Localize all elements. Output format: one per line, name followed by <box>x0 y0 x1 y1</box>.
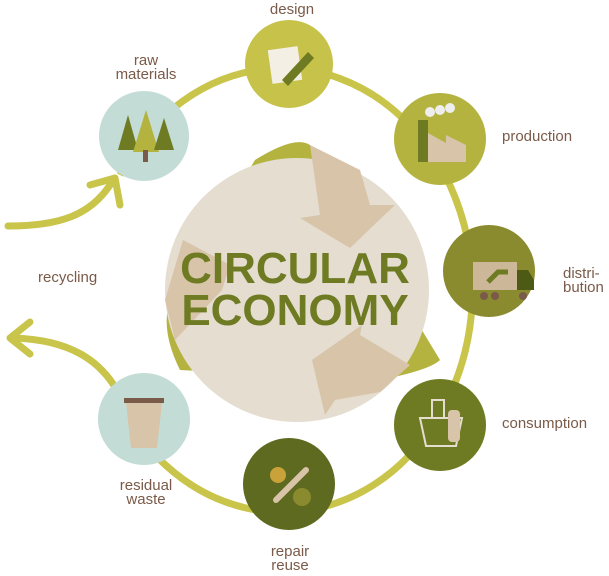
production-node <box>394 93 486 185</box>
outgoing-arrowhead <box>6 318 34 358</box>
label-distribution-1: distri- <box>563 265 600 282</box>
recycle-arrow-right <box>312 325 410 415</box>
label-consumption: consumption <box>502 415 588 432</box>
title-line-1: CIRCULAR <box>180 244 410 293</box>
distribution-node <box>443 225 535 317</box>
label-design: design <box>269 1 315 18</box>
recycle-arrow-left <box>165 240 230 340</box>
label-raw: raw <box>133 52 159 69</box>
label-production: production <box>502 128 573 145</box>
consumption-node <box>394 379 486 471</box>
recycle-arrow-top <box>300 145 395 248</box>
design-node <box>245 20 333 108</box>
label-reuse: reuse <box>271 557 309 574</box>
outgoing-arrow <box>10 334 122 396</box>
label-repair: repair <box>270 543 310 560</box>
label-waste: waste <box>126 491 166 508</box>
incoming-arrow <box>4 181 114 230</box>
raw-materials-node <box>99 91 189 181</box>
label-distribution-2: bution <box>563 279 604 296</box>
repair-node <box>243 438 335 530</box>
label-materials: materials <box>115 66 177 83</box>
label-recycling: recycling <box>38 269 98 286</box>
incoming-arrowhead <box>86 174 124 209</box>
residual-waste-node <box>98 373 190 465</box>
title-line-2: ECONOMY <box>181 286 409 335</box>
label-residual: residual <box>119 477 173 494</box>
